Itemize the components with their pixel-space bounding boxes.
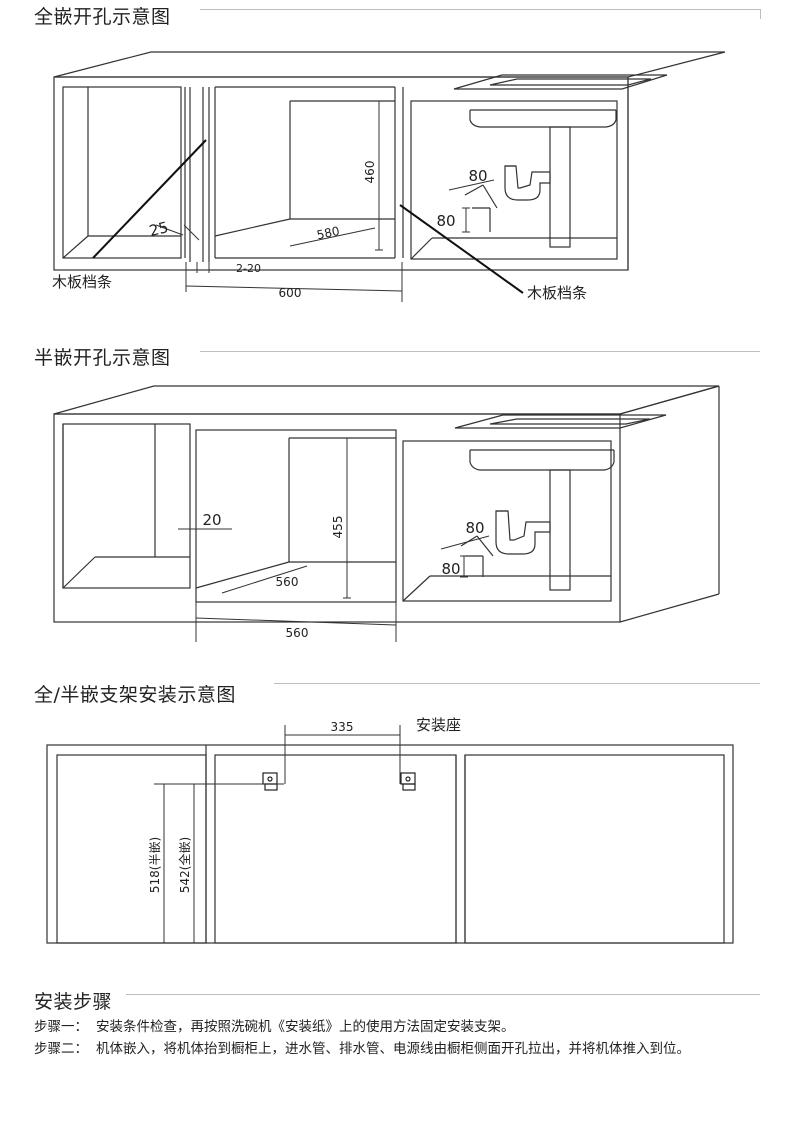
mount-seat-left (262, 772, 278, 791)
left-compartment (62, 423, 191, 589)
section-divider (200, 351, 760, 352)
right-panel (464, 754, 725, 944)
dim-542-full: 542(全嵌) (177, 837, 192, 893)
label-mount-seat: 安装座 (416, 716, 461, 734)
section-divider (200, 9, 760, 10)
sink (454, 414, 667, 429)
dim-80-height: 80 (436, 212, 455, 230)
section-title-steps: 安装步骤 (34, 991, 113, 1013)
cabinet-outer (53, 413, 621, 623)
countertop (53, 385, 720, 415)
cabinet-outer (53, 76, 629, 271)
dim-518-half: 518(半嵌) (148, 837, 162, 893)
bracket-install-diagram: 335 安装座 518(半嵌) 542(全嵌) (46, 716, 734, 944)
section-divider (274, 683, 760, 684)
dim-560-outer: 560 (286, 626, 309, 640)
step-2-label: 步骤二： (34, 1041, 88, 1057)
dim-600: 600 (279, 286, 302, 300)
full-embed-diagram: 460 580 25 2-20 600 80 80 木板档条 木板档条 (52, 51, 726, 302)
dim-80-height: 80 (441, 560, 460, 578)
drain-pipe (549, 126, 571, 248)
half-embed-diagram: 455 560 20 560 80 80 (53, 385, 720, 642)
section-title-full-embed: 全嵌开孔示意图 (34, 6, 171, 28)
section-divider (126, 994, 760, 995)
dim-580: 580 (316, 224, 341, 242)
dim-80-pipe: 80 (465, 519, 484, 537)
right-compartment (410, 100, 618, 260)
mount-seat-right (400, 772, 416, 791)
dim-560-inner: 560 (276, 575, 299, 589)
dim-460: 460 (363, 161, 377, 184)
middle-compartment (195, 429, 397, 603)
dim-20: 20 (202, 511, 221, 529)
step-1-text: 安装条件检查，再按照洗碗机《安装纸》上的使用方法固定安装支架。 (96, 1019, 515, 1035)
dim-455: 455 (331, 516, 345, 539)
dim-80-pipe: 80 (468, 167, 487, 185)
step-2-text: 机体嵌入，将机体抬到橱柜上，进水管、排水管、电源线由橱柜侧面开孔拉出，并将机体推… (96, 1041, 690, 1057)
section-title-bracket: 全/半嵌支架安装示意图 (34, 684, 236, 706)
section-divider-tick (760, 9, 761, 19)
right-compartment (402, 440, 612, 602)
middle-panel (214, 754, 457, 944)
install-steps: 步骤一： 安装条件检查，再按照洗碗机《安装纸》上的使用方法固定安装支架。 步骤二… (34, 1016, 764, 1060)
dim-2-20: 2-20 (236, 262, 261, 275)
dim-335: 335 (331, 720, 354, 734)
step-1: 步骤一： 安装条件检查，再按照洗碗机《安装纸》上的使用方法固定安装支架。 (34, 1016, 764, 1038)
countertop (53, 51, 726, 78)
label-wood-strip-right: 木板档条 (527, 284, 587, 302)
dim-25: 25 (147, 218, 170, 240)
left-compartment (62, 86, 182, 259)
label-wood-strip-left: 木板档条 (52, 273, 112, 291)
drain-pipe (549, 469, 571, 591)
section-title-half-embed: 半嵌开孔示意图 (34, 347, 171, 369)
step-1-label: 步骤一： (34, 1019, 88, 1035)
sink (453, 74, 668, 90)
step-2: 步骤二： 机体嵌入，将机体抬到橱柜上，进水管、排水管、电源线由橱柜侧面开孔拉出，… (34, 1038, 764, 1060)
